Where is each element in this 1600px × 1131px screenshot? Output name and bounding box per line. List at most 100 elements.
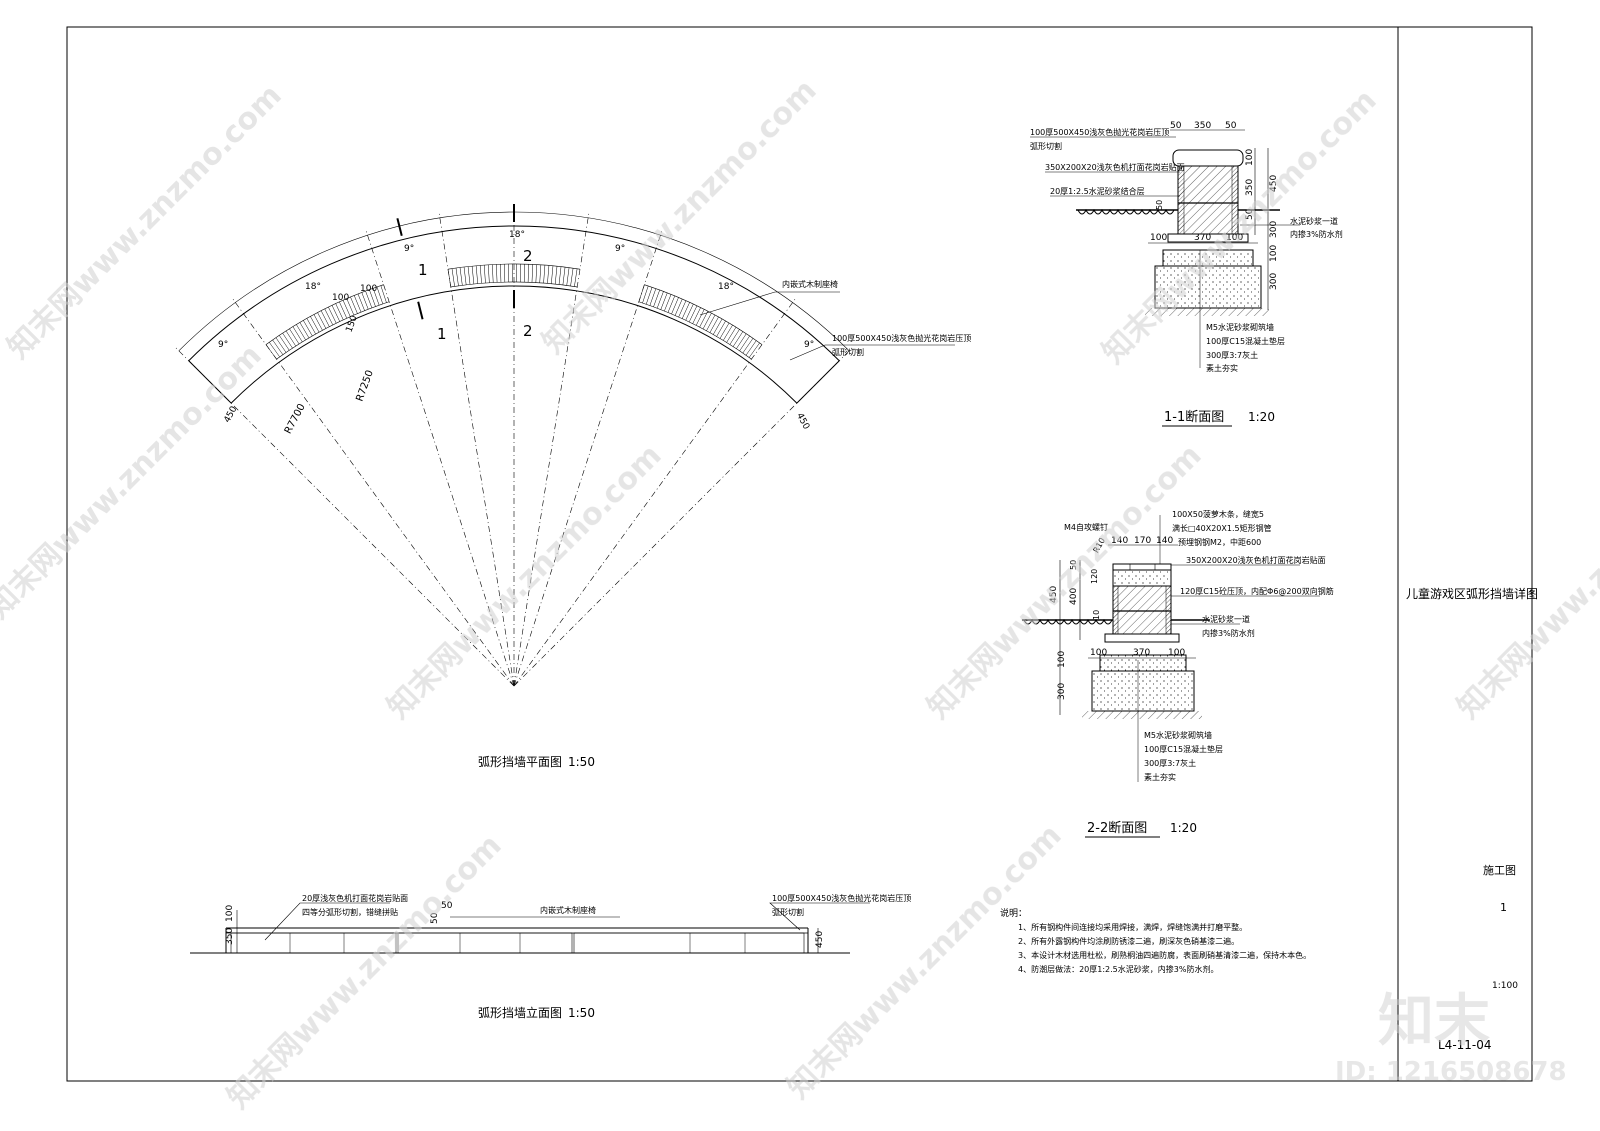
bench-edge xyxy=(644,284,763,345)
bench-edge xyxy=(450,281,578,288)
bench-slat xyxy=(365,290,373,308)
elevation-title: 弧形挡墙立面图 xyxy=(478,1005,562,1020)
angle-label: 18° xyxy=(305,282,321,292)
bench-slat xyxy=(299,322,310,339)
drawing-number: L4-11-04 xyxy=(1438,1038,1492,1052)
radius-label: R7700 xyxy=(283,402,308,436)
bench-slat xyxy=(638,284,645,302)
bench-slat xyxy=(451,268,455,287)
bench-slat xyxy=(467,266,471,285)
bench-slat xyxy=(483,265,486,284)
callout-text: 100厚C15混凝土垫层 xyxy=(1144,744,1223,754)
callout-text: 素土夯实 xyxy=(1206,363,1238,373)
dimension-label: 120 xyxy=(1090,569,1099,584)
bench-slat xyxy=(706,314,716,331)
bench-slat xyxy=(496,264,498,283)
elevation-panel xyxy=(573,932,805,954)
dimension-label: 100 xyxy=(1269,245,1279,262)
watermark-logo: 知末 xyxy=(1378,989,1490,1054)
arc-wall-plan: 9° 18° 9° 18° 9° 18° 9° 100 100 150 450 … xyxy=(174,204,971,769)
angle-label: 9° xyxy=(804,340,814,350)
note-item: 2、所有外露钢构件均涂刷防锈漆二遍，刷深灰色硝基漆二遍。 xyxy=(1018,936,1239,946)
dimension-label: 300 xyxy=(1269,273,1279,290)
dimension-label: 170 xyxy=(1134,536,1151,546)
callout-text: 100厚500X450浅灰色抛光花岗岩压顶 xyxy=(1030,127,1169,137)
bench-slat xyxy=(471,266,475,285)
watermark-text: 知末网www.znzmo.com xyxy=(781,818,1069,1106)
angle-label: 9° xyxy=(615,244,625,254)
watermark-text: 知末网www.znzmo.com xyxy=(0,338,269,626)
watermark-text: 知末网www.znzmo.com xyxy=(1451,438,1600,726)
bench-slat xyxy=(369,289,376,307)
callout-cap: 弧形切割 xyxy=(772,907,804,917)
bench-slat xyxy=(554,266,558,285)
callout-cap: 100厚500X450浅灰色抛光花岗岩压顶 xyxy=(832,333,971,343)
radius-label: R7250 xyxy=(354,369,375,403)
elevation-bench-segments xyxy=(230,932,805,954)
dimension-label: 50 xyxy=(1225,121,1237,131)
bench-slat xyxy=(459,267,463,286)
callout-leader xyxy=(789,344,955,361)
outer-arc xyxy=(188,225,840,362)
callout-text: 10 xyxy=(1092,610,1101,620)
bench-slat xyxy=(547,265,550,284)
bench-slat xyxy=(692,307,701,324)
callout-text: 预埋钢钢M2，中距600 xyxy=(1178,537,1261,547)
bench-slat xyxy=(702,312,712,330)
bench-slat xyxy=(558,266,562,285)
dimension-label: 50 xyxy=(430,912,440,924)
bench-slat xyxy=(380,285,387,303)
bench-slat xyxy=(447,269,452,288)
watermark-id: ID: 1216508678 xyxy=(1335,1057,1567,1087)
bench-slat xyxy=(357,293,365,311)
bench-slat xyxy=(531,264,534,283)
bench-slat xyxy=(455,267,459,286)
callout-cladding: 四等分弧形切割，错缝拼贴 xyxy=(302,907,398,917)
dimension-label: 100 xyxy=(1150,233,1167,243)
bench-slat xyxy=(570,268,574,287)
callout-cap: 弧形切割 xyxy=(832,347,864,357)
bench-slat xyxy=(320,310,330,327)
bench-slat xyxy=(653,289,660,307)
bench-slat xyxy=(674,298,683,316)
callout-text: M5水泥砂浆砌筑墙 xyxy=(1206,322,1274,332)
dimension-label: 350 xyxy=(225,928,235,945)
section-2-2: 140 170 140 100 370 100 450 400 50 120 1… xyxy=(1022,509,1334,838)
dimension-label: 100 xyxy=(332,293,349,303)
bench-slat xyxy=(732,331,744,347)
drawing-stage: 施工图 xyxy=(1483,864,1516,877)
section-mark-1 xyxy=(417,301,424,320)
bench-slat xyxy=(748,342,760,358)
bench-slat xyxy=(376,286,384,304)
callout-text: 300厚3:7灰土 xyxy=(1144,758,1196,768)
dimension-label: 350 xyxy=(1245,179,1255,196)
section-mark-number: 1 xyxy=(437,325,447,343)
bench-slat xyxy=(742,338,754,354)
dimension-label: 450 xyxy=(815,931,825,948)
bench-slat xyxy=(688,305,698,323)
callout-text: 350X200X20浅灰色机打面花岗岩贴面 xyxy=(1045,162,1185,172)
dimension-label: 140 xyxy=(1111,536,1128,546)
callout-text: 水泥砂浆一道 xyxy=(1202,614,1250,624)
dimension-label: 450 xyxy=(1049,586,1059,603)
bench-slat xyxy=(723,324,733,341)
bench-slat xyxy=(313,314,323,331)
bench-slat xyxy=(475,265,478,284)
bench-slat xyxy=(317,312,327,329)
notes-heading: 说明： xyxy=(1000,907,1027,919)
section-mark-number: 2 xyxy=(523,247,533,265)
drawing-scale: 1:100 xyxy=(1492,981,1518,991)
note-item: 4、防潮层做法：20厚1:2.5水泥砂浆，内掺3%防水剂。 xyxy=(1018,964,1218,974)
bench-slat xyxy=(275,337,287,353)
dimension-label: 50 xyxy=(1069,560,1078,570)
bench-slat xyxy=(642,285,649,304)
dimension-label: 300 xyxy=(1269,221,1279,238)
wall-end xyxy=(188,360,232,404)
general-notes: 说明： 1、所有钢构件间连接均采用焊接，满焊，焊缝饱满并打磨平整。 2、所有外露… xyxy=(1000,907,1311,974)
bench-slat xyxy=(463,266,467,285)
watermark-text: 知末网www.znzmo.com xyxy=(1,78,289,366)
bench-slat xyxy=(726,327,737,343)
bench-slat xyxy=(695,309,705,326)
callout-text: 内掺3%防水剂 xyxy=(1290,229,1343,239)
